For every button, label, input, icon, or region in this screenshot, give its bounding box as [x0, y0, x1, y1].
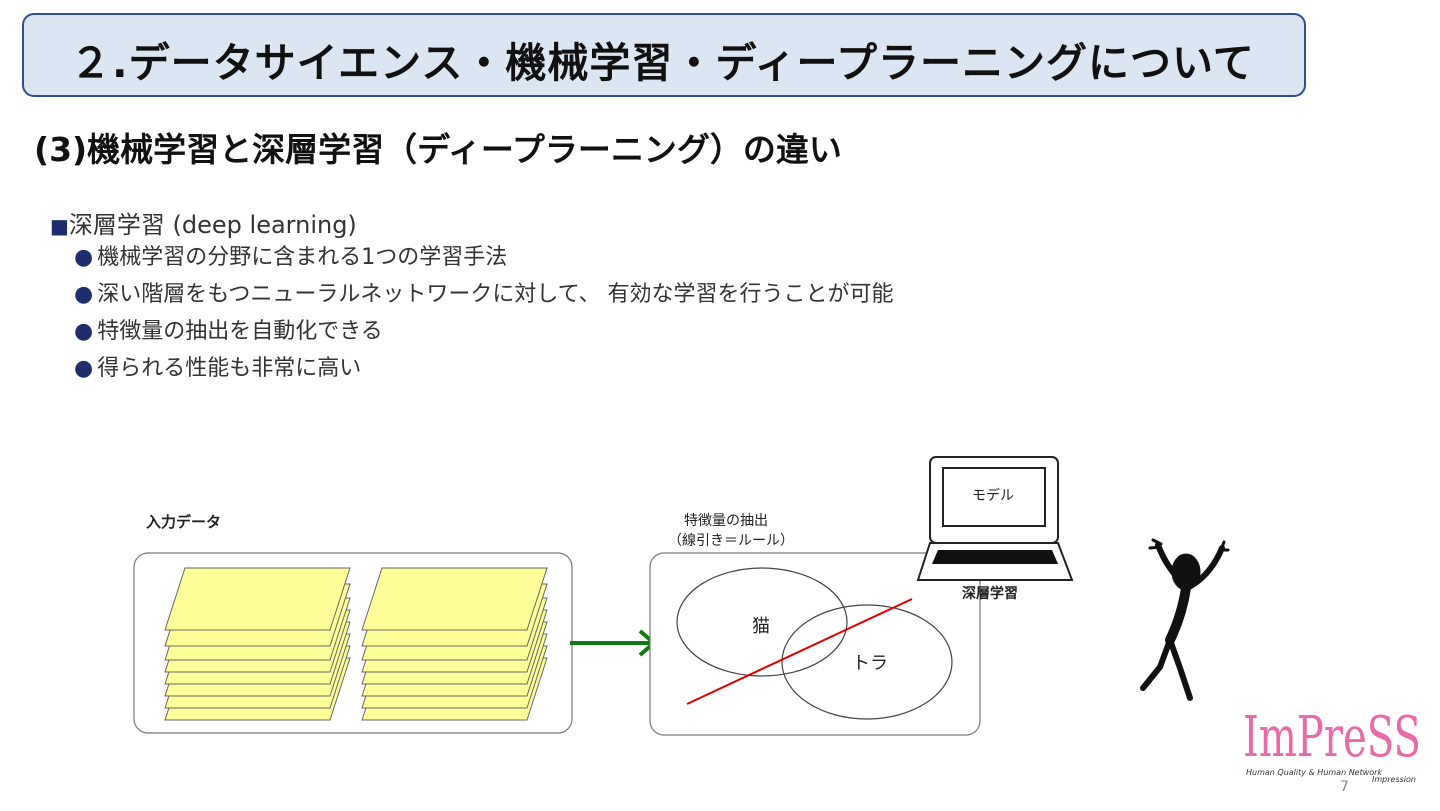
laptop-icon: [916, 456, 1074, 581]
decision-line: [686, 598, 913, 705]
list-item: ●特徴量の抽出を自動化できる: [74, 319, 383, 344]
list-item: ●機械学習の分野に含まれる1つの学習手法: [74, 245, 508, 270]
logo-sub: Impression: [1372, 775, 1416, 784]
bullet-list: ●機械学習の分野に含まれる1つの学習手法 ●深い階層をもつニューラルネットワーク…: [74, 243, 894, 391]
model-label: モデル: [972, 487, 1014, 504]
cat-label: 猫: [752, 616, 770, 637]
input-data-label: 入力データ: [146, 513, 221, 531]
bullet-heading: ■深層学習 (deep learning): [50, 205, 357, 240]
tiger-label: トラ: [852, 653, 888, 674]
page-number: 7: [1340, 779, 1349, 795]
tiger-cluster: [781, 604, 953, 720]
impress-logo: ImPreSS Human Quality & Human Network Im…: [1243, 705, 1421, 784]
deep-learning-label: 深層学習: [962, 585, 1018, 602]
feature-rule-label: （線引き＝ルール）: [668, 533, 794, 549]
bullet-dot-icon: ●: [74, 282, 94, 307]
bullet-heading-text: 深層学習 (deep learning): [68, 211, 357, 239]
paper-stack-left: [164, 567, 351, 721]
list-item: ●得られる性能も非常に高い: [74, 356, 362, 381]
section-subtitle: (3)機械学習と深層学習（ディープラーニング）の違い: [34, 130, 842, 169]
cat-cluster: [676, 567, 848, 677]
page-title: ２.データサイエンス・機械学習・ディープラーニングについて: [70, 39, 1255, 87]
bullet-dot-icon: ●: [74, 245, 94, 270]
square-bullet-icon: ■: [50, 214, 69, 238]
stick-figure-icon: [1140, 538, 1230, 701]
title-banner: ２.データサイエンス・機械学習・ディープラーニングについて: [22, 13, 1306, 97]
bullet-dot-icon: ●: [74, 319, 94, 344]
bullet-dot-icon: ●: [74, 356, 94, 381]
logo-tagline: Human Quality & Human Network: [1246, 768, 1382, 777]
flow-arrow: [570, 629, 658, 657]
logo-wordmark: ImPreSS: [1243, 705, 1421, 770]
feature-extraction-label: 特徴量の抽出: [684, 513, 768, 529]
paper-stack-right: [361, 567, 548, 721]
list-item: ●深い階層をもつニューラルネットワークに対して、 有効な学習を行うことが可能: [74, 282, 894, 307]
